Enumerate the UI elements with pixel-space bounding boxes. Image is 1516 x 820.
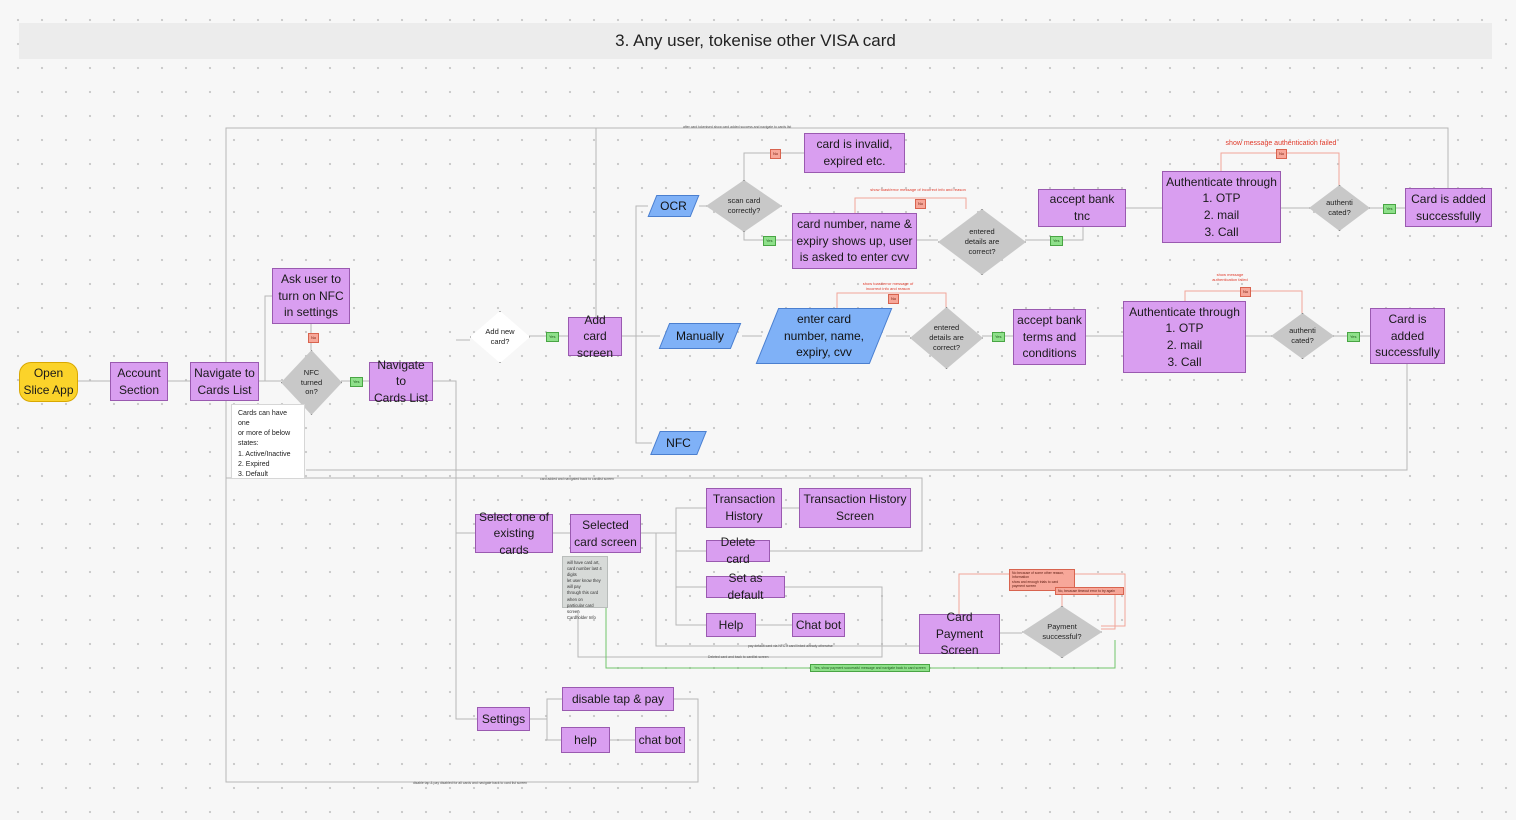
- add-new-card-decision: Add new card?: [470, 311, 530, 363]
- payment-successful-decision: Payment successful?: [1022, 606, 1102, 658]
- entered-details-decision: entered details are correct?: [938, 209, 1026, 275]
- payment-successful-label: Payment successful?: [1042, 622, 1082, 641]
- card-states-line: Cards can have one: [238, 410, 288, 428]
- card-states-line: 3. Default: [238, 470, 268, 478]
- transaction-history-node[interactable]: Transaction History: [706, 488, 782, 528]
- entered-details-2-decision: entered details are correct?: [910, 307, 983, 369]
- chat-bot-2-node[interactable]: chat bot: [635, 727, 685, 753]
- authenticated-2-label: authenti cated?: [1289, 326, 1316, 345]
- yes-tag: Yes: [763, 236, 776, 246]
- page-title: 3. Any user, tokenise other VISA card: [19, 23, 1492, 59]
- transaction-history-screen-node[interactable]: Transaction History Screen: [799, 488, 911, 528]
- enter-card-details-label: enter card number, name, expiry, cvv: [783, 312, 865, 360]
- nfc-turned-on-label: NFC turned on?: [300, 367, 323, 397]
- entered-details-2-label: entered details are correct?: [929, 323, 964, 352]
- navigate-cards-list-2-node[interactable]: Navigate to Cards List: [369, 358, 433, 405]
- entered-details-label: entered details are correct?: [964, 227, 1000, 256]
- card-states-line: 1. Active/Inactive: [238, 450, 291, 458]
- yes-tag: Yes: [1347, 332, 1360, 342]
- incorrect-info-annotation: show toast/error message of incorrect in…: [862, 281, 914, 292]
- nfc-node[interactable]: NFC: [655, 431, 702, 455]
- auth-failed-annotation: show message authentication failed: [1225, 140, 1337, 147]
- authenticated-decision: authenti cated?: [1309, 185, 1370, 231]
- auth-failed-annotation: show message authentication failed: [1212, 272, 1248, 283]
- incorrect-info-annotation: show toast/error message of incorrect in…: [870, 187, 966, 192]
- nfc-turned-on-decision: NFC turned on?: [281, 350, 342, 415]
- card-states-line: states:: [238, 440, 259, 448]
- selected-card-note-line: through this card when on: [567, 590, 599, 602]
- navigate-cards-list-node[interactable]: Navigate to Cards List: [190, 362, 259, 401]
- yes-tag: Yes: [1383, 204, 1396, 214]
- chat-bot-node[interactable]: Chat bot: [792, 613, 845, 637]
- accept-bank-terms-node[interactable]: accept bank terms and conditions: [1013, 309, 1086, 365]
- yes-tag: Yes: [350, 377, 363, 387]
- top-loop-label: after card tokenised show card added suc…: [683, 125, 792, 129]
- no-tag: No: [1276, 149, 1288, 159]
- card-states-line: or more of below: [238, 430, 291, 438]
- card-invalid-node[interactable]: card is invalid, expired etc.: [804, 133, 905, 173]
- enter-card-details-node[interactable]: enter card number, name, expiry, cvv: [767, 308, 881, 364]
- card-added-2-node[interactable]: Card is added successfully: [1370, 308, 1445, 364]
- scan-card-label: scan card correctly?: [727, 196, 761, 215]
- authenticate-2-node[interactable]: Authenticate through 1. OTP 2. mail 3. C…: [1123, 301, 1246, 373]
- payment-success-label: Yes, show payment successful message and…: [810, 664, 930, 672]
- yes-tag: Yes: [1050, 236, 1063, 246]
- account-section-node[interactable]: Account Section: [110, 362, 168, 401]
- card-states-line: 2. Expired: [238, 460, 270, 468]
- manually-node[interactable]: Manually: [664, 323, 736, 349]
- selected-card-note-line: particular card screen: [567, 602, 594, 614]
- authenticated-label: authenti cated?: [1326, 198, 1353, 217]
- selected-card-note-line: Cardholder Info: [567, 614, 596, 620]
- scan-card-decision: scan card correctly?: [706, 180, 782, 232]
- selected-card-note-line: card number last 4 digits: [567, 566, 602, 578]
- selected-card-note-line: will have card art,: [567, 560, 600, 565]
- fail-reason-tag: No because of some other reason, Informa…: [1009, 569, 1075, 591]
- delete-card-node[interactable]: Delete card: [706, 535, 770, 566]
- accept-bank-tnc-node[interactable]: accept bank tnc: [1038, 189, 1126, 227]
- select-existing-card-node[interactable]: Select one of existing cards: [475, 510, 553, 557]
- disable-tap-pay-node[interactable]: disable tap & pay: [562, 687, 674, 711]
- no-tag: No: [915, 199, 927, 209]
- middle-loop-label: card added and navigated back to cardlis…: [540, 477, 614, 481]
- nfc-label: NFC: [666, 435, 691, 450]
- add-new-card-label: Add new card?: [485, 327, 515, 346]
- authenticated-2-decision: authenti cated?: [1271, 313, 1334, 359]
- no-tag: No: [308, 333, 320, 343]
- no-tag: No: [1240, 287, 1252, 297]
- settings-node[interactable]: Settings: [477, 707, 530, 731]
- manually-label: Manually: [675, 328, 725, 343]
- no-tag: No: [770, 149, 782, 159]
- pay-default-label: pay default card via NFC if card linked …: [748, 644, 833, 648]
- add-card-screen-node[interactable]: Add card screen: [568, 313, 622, 360]
- set-default-node[interactable]: Set as default: [706, 571, 785, 602]
- delete-back-label: Deleted card and back to cardlist screen: [708, 655, 769, 659]
- ocr-node[interactable]: OCR: [652, 195, 695, 217]
- yes-tag: Yes: [992, 332, 1005, 342]
- fail-reason-tag: No, because timeout error to try again: [1055, 587, 1124, 596]
- bottom-loop-label: disable tap & pay disabled for all cards…: [413, 781, 528, 785]
- yes-tag: Yes: [546, 332, 559, 342]
- selected-card-screen-node[interactable]: Selected card screen: [570, 514, 641, 553]
- card-number-shows-node[interactable]: card number, name & expiry shows up, use…: [792, 213, 917, 269]
- ocr-label: OCR: [660, 198, 687, 213]
- selected-card-note-line: let user know they will pay: [567, 578, 601, 590]
- no-tag: No: [888, 294, 900, 304]
- help-2-node[interactable]: help: [561, 727, 610, 753]
- card-states-note: Cards can have one or more of below stat…: [231, 404, 305, 479]
- card-added-node[interactable]: Card is added successfully: [1405, 188, 1492, 227]
- open-app-node[interactable]: Open Slice App: [19, 362, 78, 402]
- authenticate-node[interactable]: Authenticate through 1. OTP 2. mail 3. C…: [1162, 171, 1281, 243]
- ask-nfc-node[interactable]: Ask user to turn on NFC in settings: [272, 268, 350, 324]
- card-payment-screen-node[interactable]: Card Payment Screen: [919, 610, 1000, 657]
- selected-card-note: will have card art, card number last 4 d…: [562, 556, 608, 620]
- help-node[interactable]: Help: [706, 613, 756, 637]
